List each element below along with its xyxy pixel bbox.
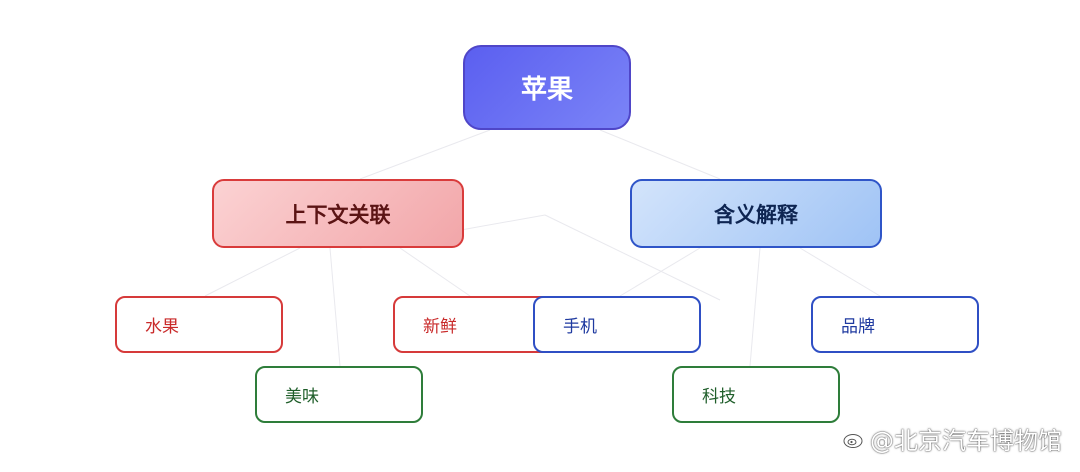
leaf-node-brand: 品牌 xyxy=(811,296,979,353)
connector-meaning-to-brand xyxy=(799,247,881,297)
weibo-icon xyxy=(843,430,863,448)
branch-node-label: 含义解释 xyxy=(714,202,798,227)
leaf-node-label: 科技 xyxy=(702,387,736,407)
leaf-node-fruit: 水果 xyxy=(115,296,283,353)
branch-node-context: 上下文关联 xyxy=(212,179,464,248)
leaf-node-label: 美味 xyxy=(285,387,319,407)
watermark-text: @北京汽车博物馆 xyxy=(870,427,1062,455)
connector-cross-2 xyxy=(544,214,721,301)
leaf-node-tasty: 美味 xyxy=(255,366,423,423)
connector-context-to-fresh xyxy=(399,247,471,297)
leaf-node-label: 品牌 xyxy=(841,317,875,337)
connector-context-to-tasty xyxy=(329,247,341,367)
leaf-node-label: 水果 xyxy=(145,317,179,337)
leaf-node-tech: 科技 xyxy=(672,366,840,423)
root-node-label: 苹果 xyxy=(520,75,573,105)
leaf-node-label: 新鲜 xyxy=(423,317,457,337)
root-node-apple: 苹果 xyxy=(463,45,631,130)
leaf-node-phone: 手机 xyxy=(533,296,701,353)
connector-meaning-to-phone xyxy=(619,247,701,297)
connector-root-to-context xyxy=(359,129,491,180)
connector-meaning-to-tech xyxy=(749,247,761,367)
connector-root-to-meaning xyxy=(599,129,721,180)
connector-context-to-fruit xyxy=(204,247,301,297)
branch-node-meaning: 含义解释 xyxy=(630,179,882,248)
branch-node-label: 上下文关联 xyxy=(285,202,391,227)
watermark: @北京汽车博物馆 xyxy=(842,421,1062,456)
leaf-node-label: 手机 xyxy=(563,317,597,337)
